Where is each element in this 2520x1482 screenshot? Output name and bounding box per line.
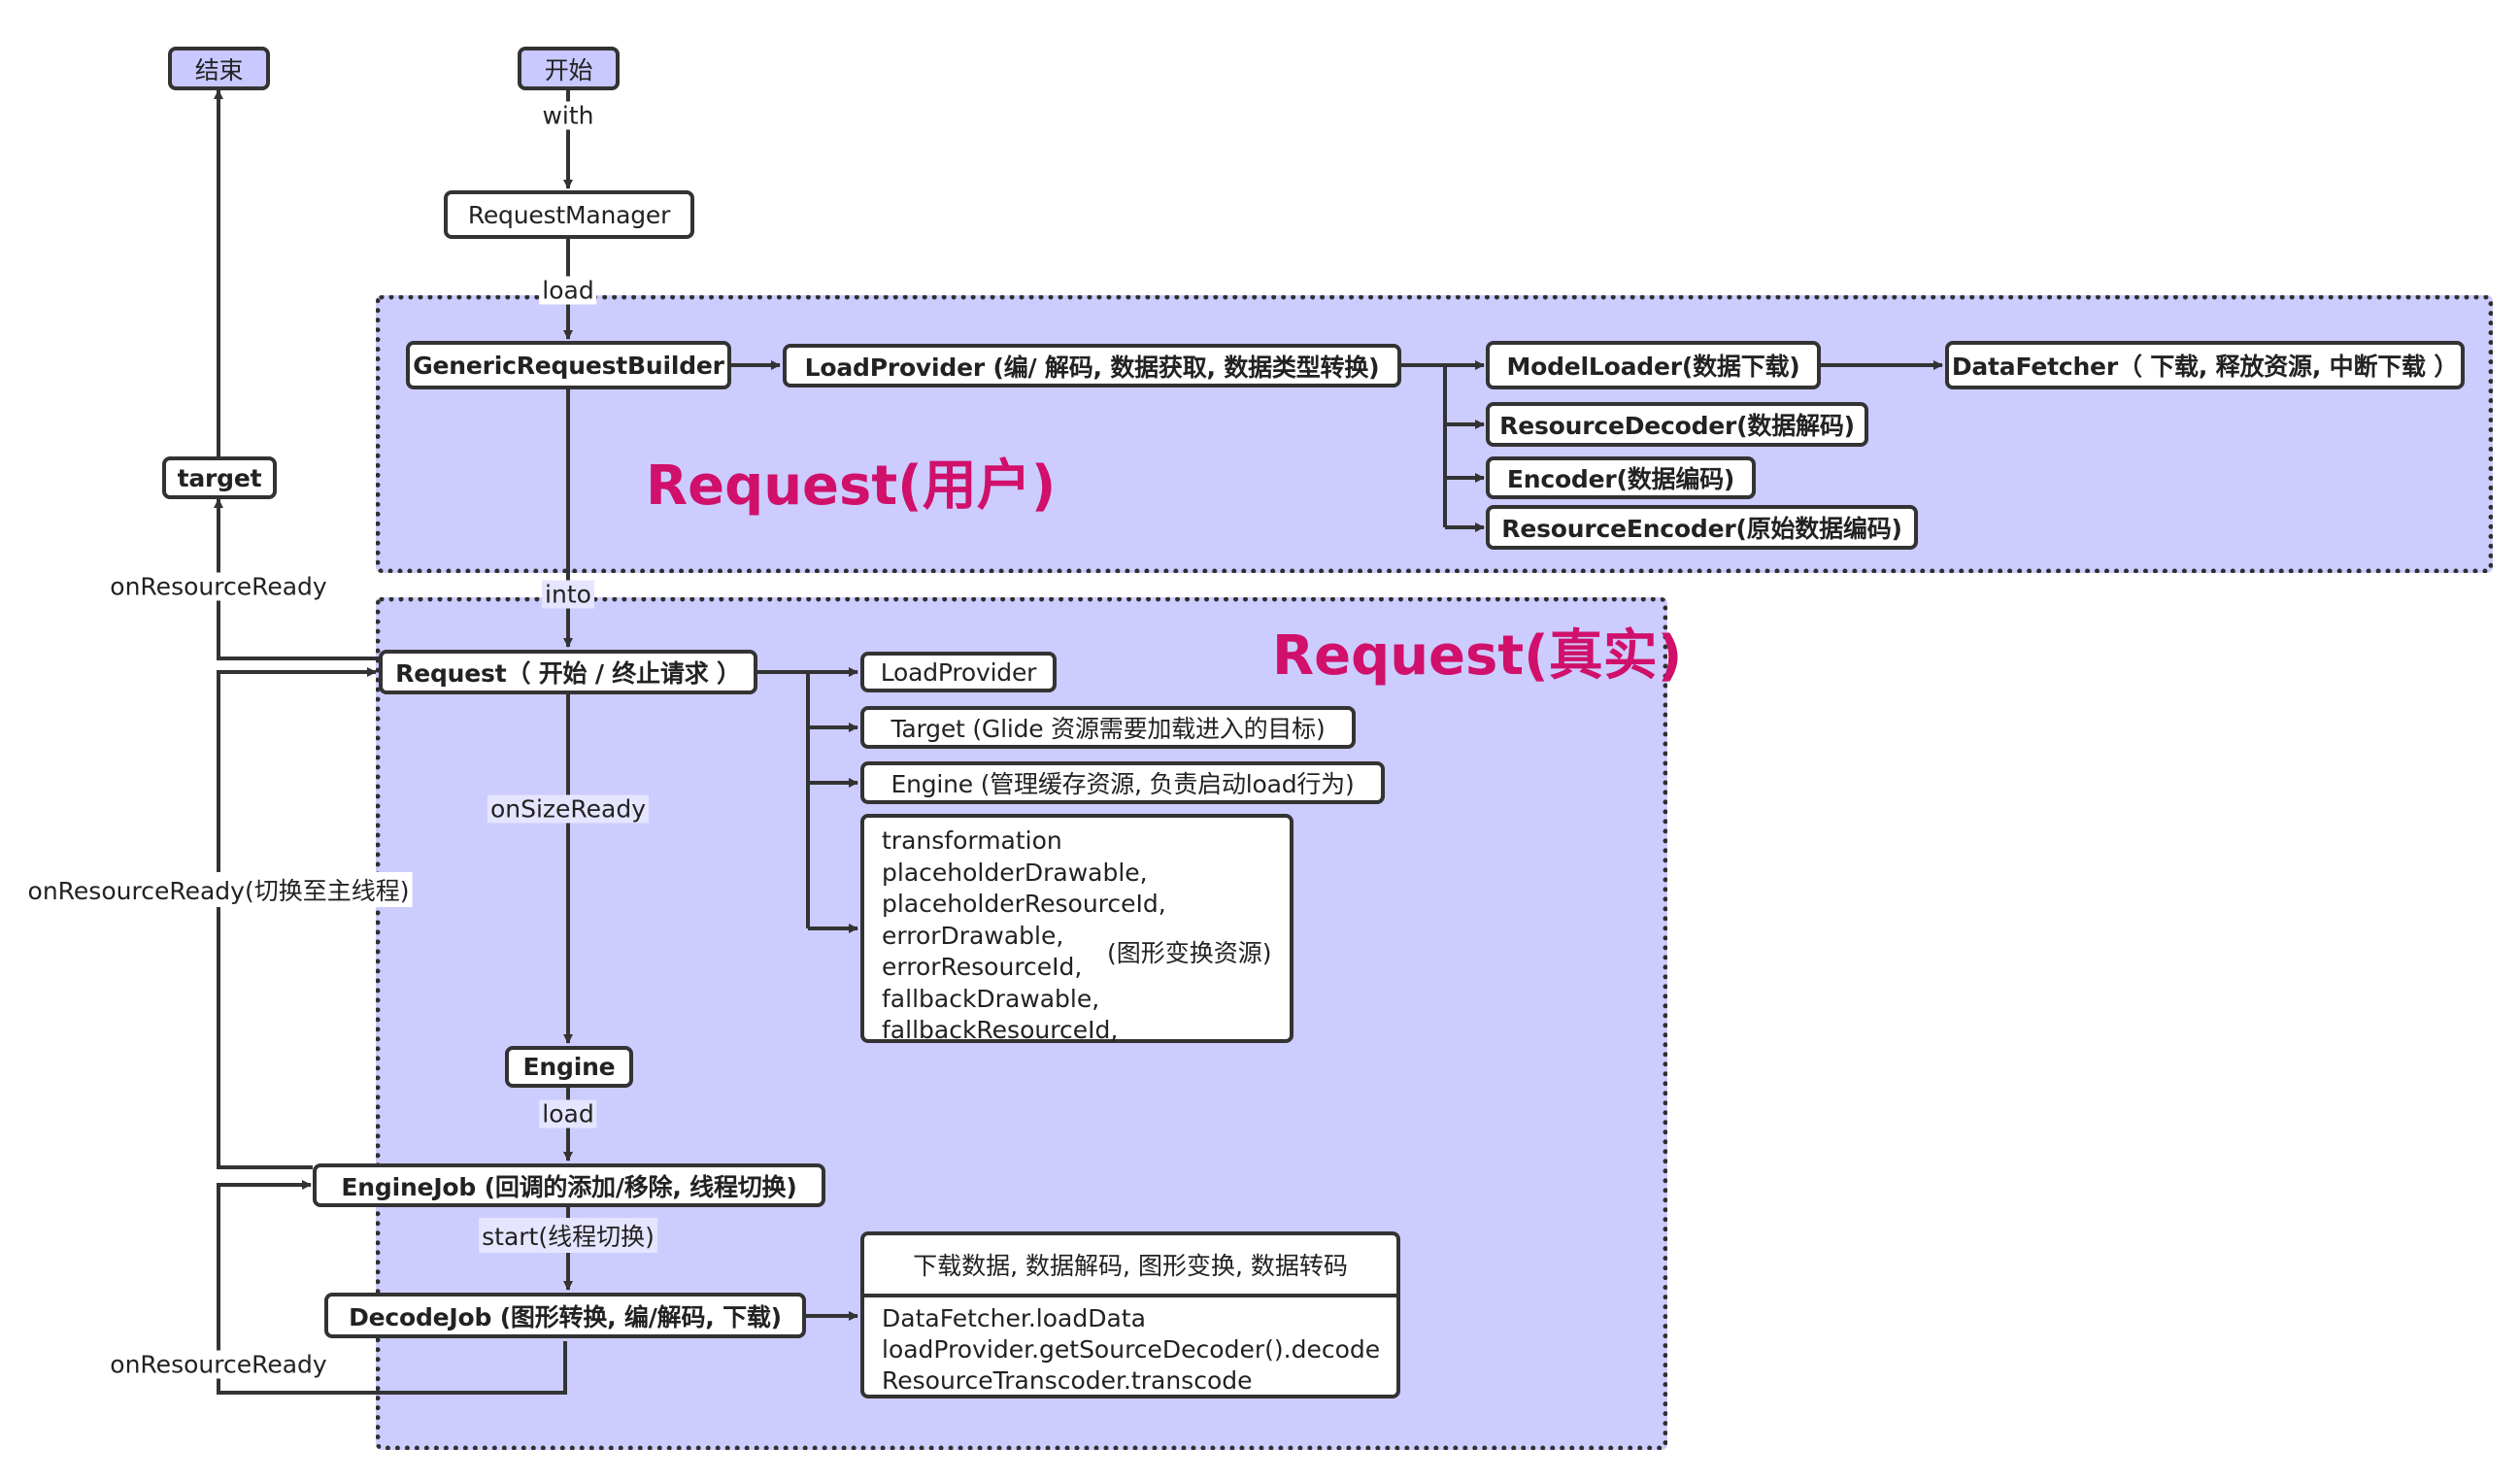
engine-job-node: EngineJob (回调的添加/移除, 线程切换) (313, 1163, 825, 1207)
transform-line: placeholderDrawable, (882, 858, 1148, 887)
target-glide-node: Target (Glide 资源需要加载进入的目标) (860, 706, 1356, 749)
target-node: target (162, 456, 277, 499)
edge-decodejob-enginejob (217, 1180, 567, 1395)
end-node: 结束 (168, 47, 270, 90)
resource-decoder-node: ResourceDecoder(数据解码) (1486, 402, 1868, 447)
decode-step-line: DataFetcher.loadData (882, 1304, 1146, 1332)
decode-steps-header: 下载数据, 数据解码, 图形变换, 数据转码 (864, 1235, 1396, 1297)
edge-label-on-resource-ready-top: onResourceReady (107, 572, 330, 601)
decode-steps-box: 下载数据, 数据解码, 图形变换, 数据转码 DataFetcher.loadD… (860, 1231, 1400, 1398)
region-title-real: Request(真实) (1272, 624, 1683, 688)
decode-step-line: loadProvider.getSourceDecoder().decode (882, 1335, 1381, 1364)
transform-resources-box: transformation placeholderDrawable, plac… (860, 814, 1294, 1044)
transform-line: fallbackResourceId, (882, 1016, 1119, 1044)
resource-encoder-node: ResourceEncoder(原始数据编码) (1486, 505, 1918, 550)
edge-enginejob-request (217, 667, 377, 1169)
edge-label-load-engine: load (539, 1099, 597, 1128)
edge-label-on-resource-ready-main: onResourceReady(切换至主线程) (24, 872, 413, 907)
request-node: Request（ 开始 / 终止请求 ） (379, 650, 757, 694)
transform-line: errorResourceId, (882, 953, 1083, 981)
model-loader-node: ModelLoader(数据下载) (1486, 341, 1821, 389)
region-title-user: Request(用户) (646, 455, 1057, 518)
edge-label-with: with (539, 101, 597, 130)
transform-line: fallbackDrawable, (882, 984, 1100, 1013)
edge-label-on-size-ready: onSizeReady (487, 794, 650, 824)
encoder-node: Encoder(数据编码) (1486, 456, 1756, 499)
transform-line: transformation (882, 826, 1062, 855)
data-fetcher-node: DataFetcher（ 下载, 释放资源, 中断下载 ） (1945, 341, 2465, 389)
request-manager-node: RequestManager (444, 190, 694, 239)
generic-request-builder-node: GenericRequestBuilder (406, 341, 731, 389)
load-provider-node: LoadProvider (编/ 解码, 数据获取, 数据类型转换) (783, 344, 1401, 387)
transform-side-note: (图形变换资源) (1107, 939, 1272, 967)
engine-node: Engine (505, 1046, 633, 1088)
edge-label-load: load (539, 276, 597, 305)
edge-label-start: start(线程切换) (479, 1218, 657, 1253)
load-provider-2-node: LoadProvider (860, 652, 1057, 692)
edge-label-on-resource-ready-bottom: onResourceReady (107, 1350, 330, 1379)
decode-step-line: ResourceTranscoder.transcode (882, 1366, 1253, 1395)
transform-line: placeholderResourceId, (882, 890, 1166, 918)
engine-desc-node: Engine (管理缓存资源, 负责启动load行为) (860, 761, 1385, 804)
edge-request-target (214, 498, 379, 660)
decode-job-node: DecodeJob (图形转换, 编/解码, 下载) (324, 1293, 806, 1338)
transform-line: errorDrawable, (882, 921, 1064, 950)
edge-label-into: into (542, 580, 594, 609)
start-node: 开始 (518, 47, 620, 90)
